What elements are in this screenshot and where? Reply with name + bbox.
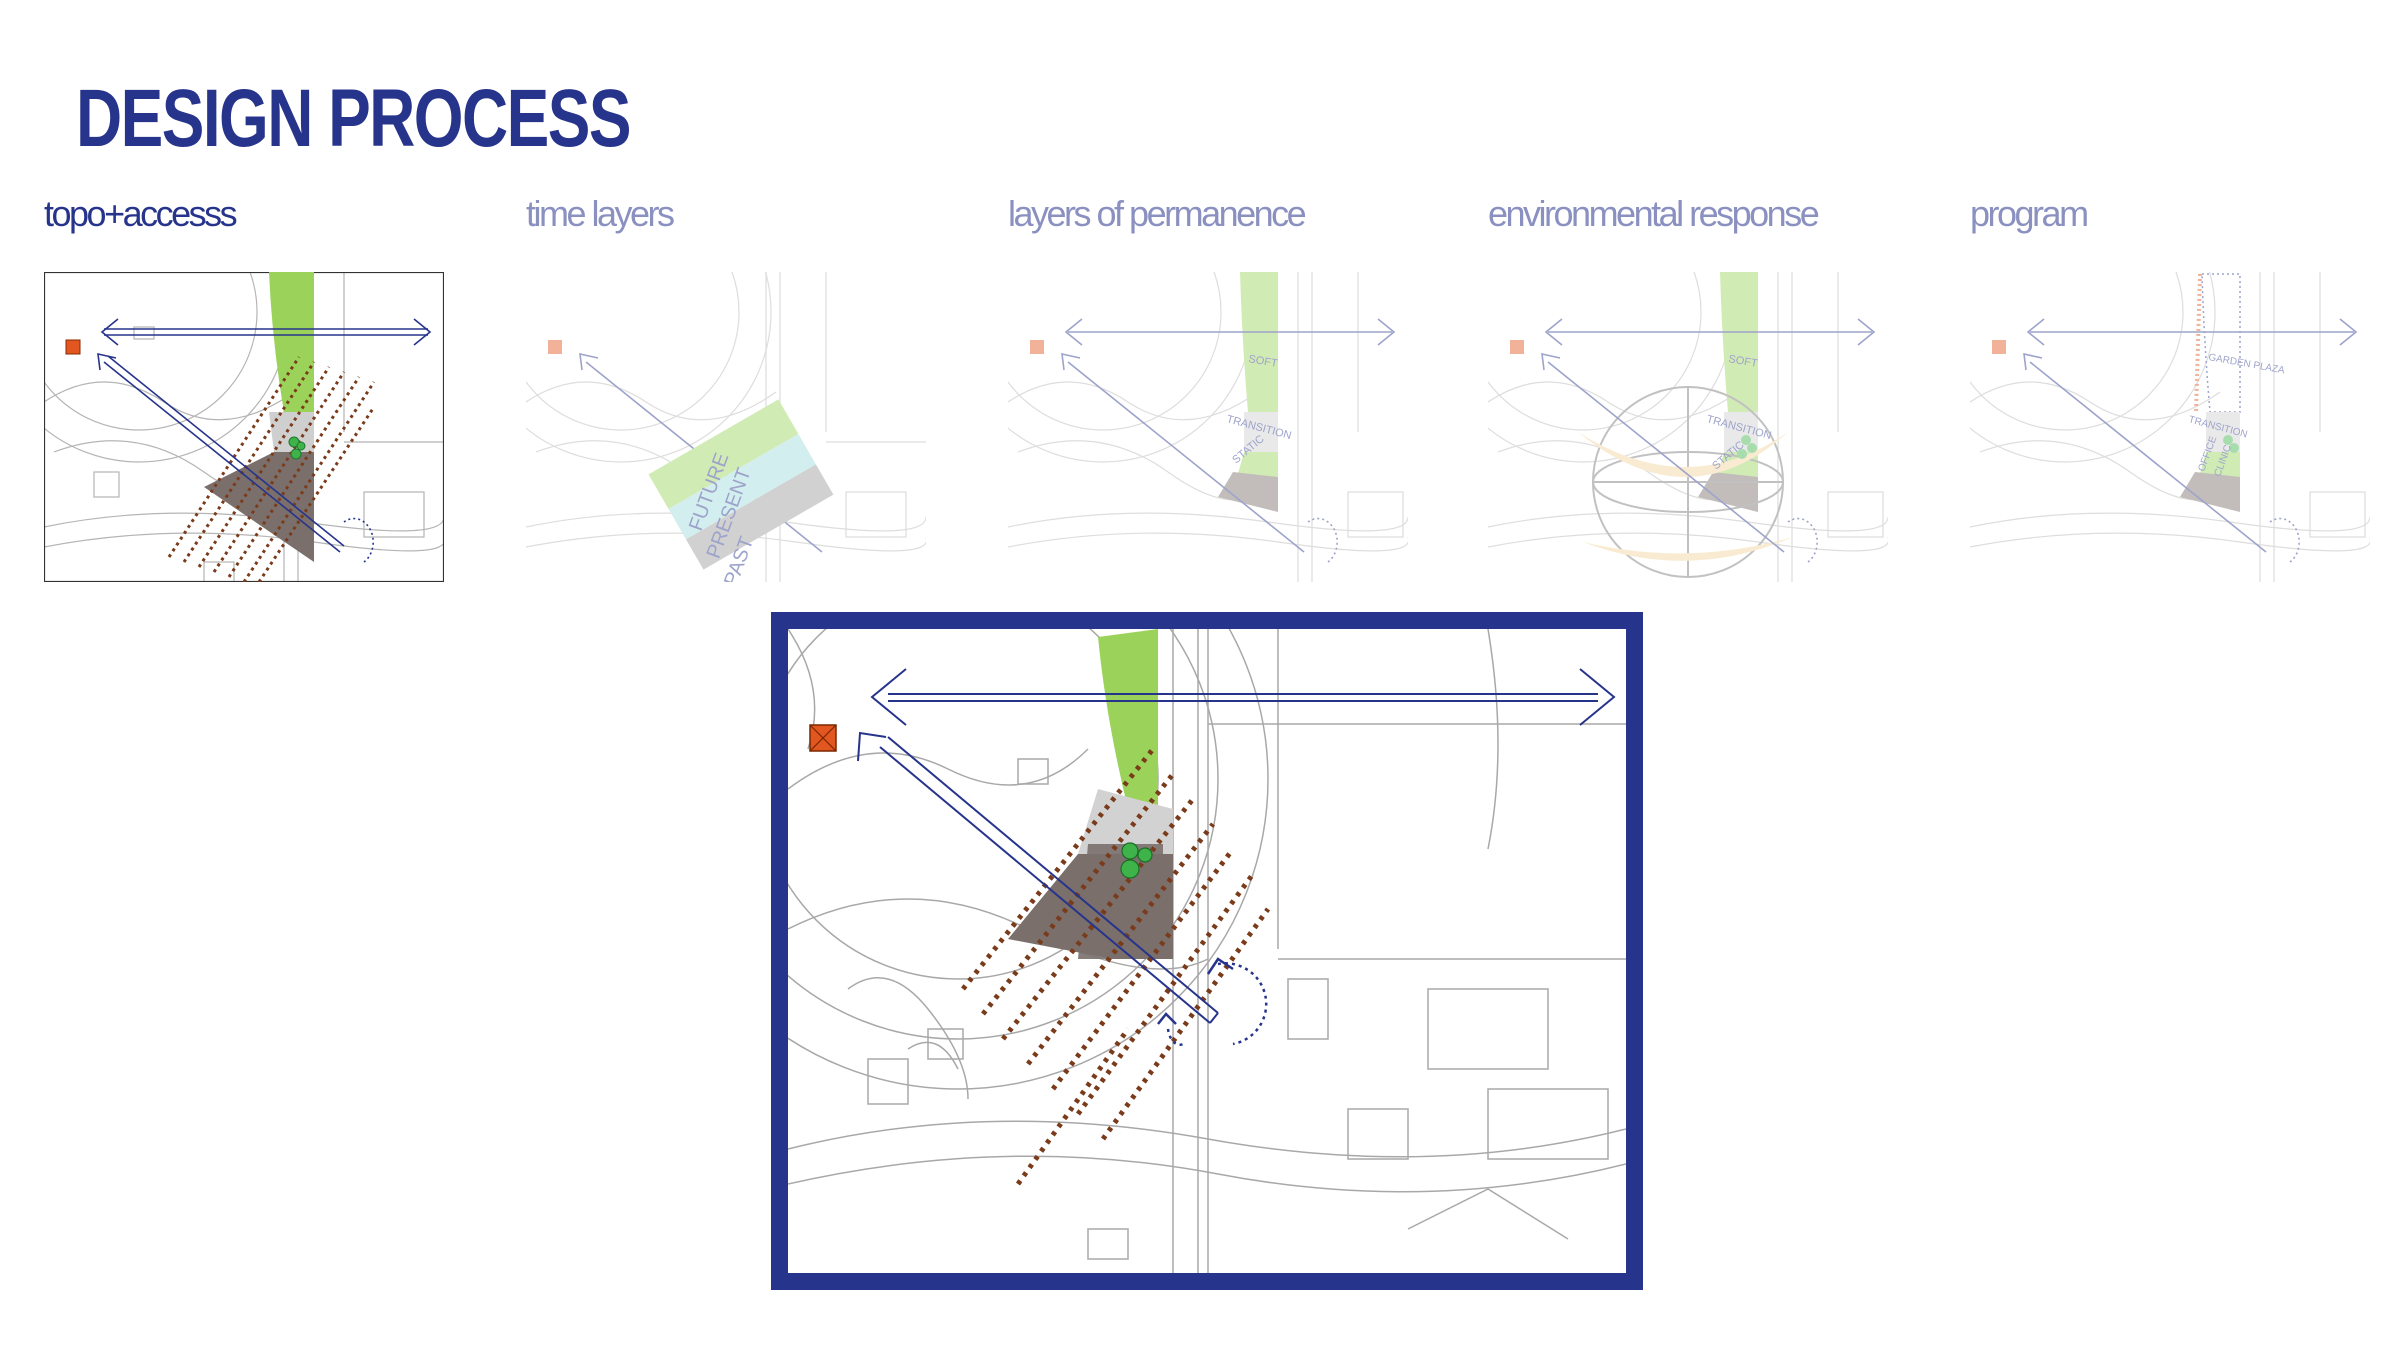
step-label-layers-of-permanence[interactable]: layers of permanence bbox=[1008, 193, 1307, 234]
static-zone-top bbox=[1713, 452, 1758, 492]
garden-plaza-zone bbox=[2201, 273, 2241, 413]
marker-icon bbox=[1992, 340, 2006, 354]
step-label-topo-access[interactable]: topo+accesss bbox=[44, 193, 238, 234]
tree-icons bbox=[2223, 435, 2239, 453]
soft-zone bbox=[1240, 272, 1278, 412]
step-label-environmental-response[interactable]: environmental response bbox=[1488, 193, 1820, 234]
marker-icon bbox=[548, 340, 562, 354]
transition-zone bbox=[1078, 789, 1173, 854]
static-zone bbox=[204, 452, 314, 562]
clinic-zone bbox=[2195, 452, 2240, 492]
green-zone bbox=[1098, 629, 1158, 814]
turn-arrows bbox=[1157, 957, 1268, 1046]
garden-edge bbox=[2194, 273, 2202, 413]
tree-icons bbox=[288, 436, 306, 460]
sun-arc-winter bbox=[1583, 537, 1793, 561]
base-map bbox=[1970, 272, 2370, 582]
thumbnail-topo-access[interactable] bbox=[44, 272, 444, 582]
soft-zone bbox=[1720, 272, 1758, 412]
thumbnail-environmental-response[interactable]: SOFT TRANSITION STATIC bbox=[1488, 272, 1888, 582]
access-arrows bbox=[2023, 318, 2358, 563]
east-west-access-arrow bbox=[870, 668, 1616, 726]
static-zone-top bbox=[1233, 452, 1278, 492]
marker-icon bbox=[1510, 340, 1524, 354]
sun-path-diagram bbox=[1592, 386, 1784, 578]
label-soft: SOFT bbox=[1727, 353, 1758, 370]
time-layer-bands bbox=[648, 399, 834, 570]
static-zone bbox=[1218, 472, 1278, 512]
static-zone bbox=[1698, 472, 1758, 512]
label-soft: SOFT bbox=[1247, 353, 1278, 370]
sun-arc-summer bbox=[1578, 432, 1788, 477]
transition-zone bbox=[2206, 412, 2240, 452]
thumbnail-time-layers[interactable]: FUTURE PRESENT PAST bbox=[526, 272, 926, 582]
tree-icons bbox=[1737, 435, 1757, 459]
base-map bbox=[526, 272, 926, 582]
thumbnail-layers-of-permanence[interactable]: SOFT TRANSITION STATIC bbox=[1008, 272, 1408, 582]
hatch-lines bbox=[961, 747, 1271, 1186]
access-arrows bbox=[1541, 318, 1876, 563]
base-map bbox=[1488, 272, 1888, 582]
step-label-time-layers[interactable]: time layers bbox=[526, 193, 675, 234]
diagonal-access-arrow bbox=[857, 731, 1219, 1024]
marker-icon bbox=[809, 724, 837, 752]
access-arrows bbox=[1061, 318, 1396, 563]
transition-zone bbox=[1724, 412, 1758, 452]
access-arrows bbox=[97, 318, 432, 563]
marker-icon bbox=[1030, 340, 1044, 354]
tree-icons bbox=[1120, 842, 1153, 879]
access-arrows bbox=[579, 352, 823, 553]
step-label-program[interactable]: program bbox=[1970, 193, 2089, 234]
transition-zone bbox=[1244, 412, 1278, 452]
office-zone bbox=[2180, 472, 2240, 512]
main-diagram-frame bbox=[771, 612, 1643, 1290]
base-map bbox=[788, 629, 1626, 1273]
page-title: DESIGN PROCESS bbox=[76, 73, 631, 164]
thumbnail-program[interactable]: GARDEN PLAZA TRANSITION OFFICE CLINIC bbox=[1970, 272, 2370, 582]
marker-icon bbox=[65, 339, 81, 355]
base-map bbox=[1008, 272, 1408, 582]
base-map bbox=[44, 272, 444, 582]
